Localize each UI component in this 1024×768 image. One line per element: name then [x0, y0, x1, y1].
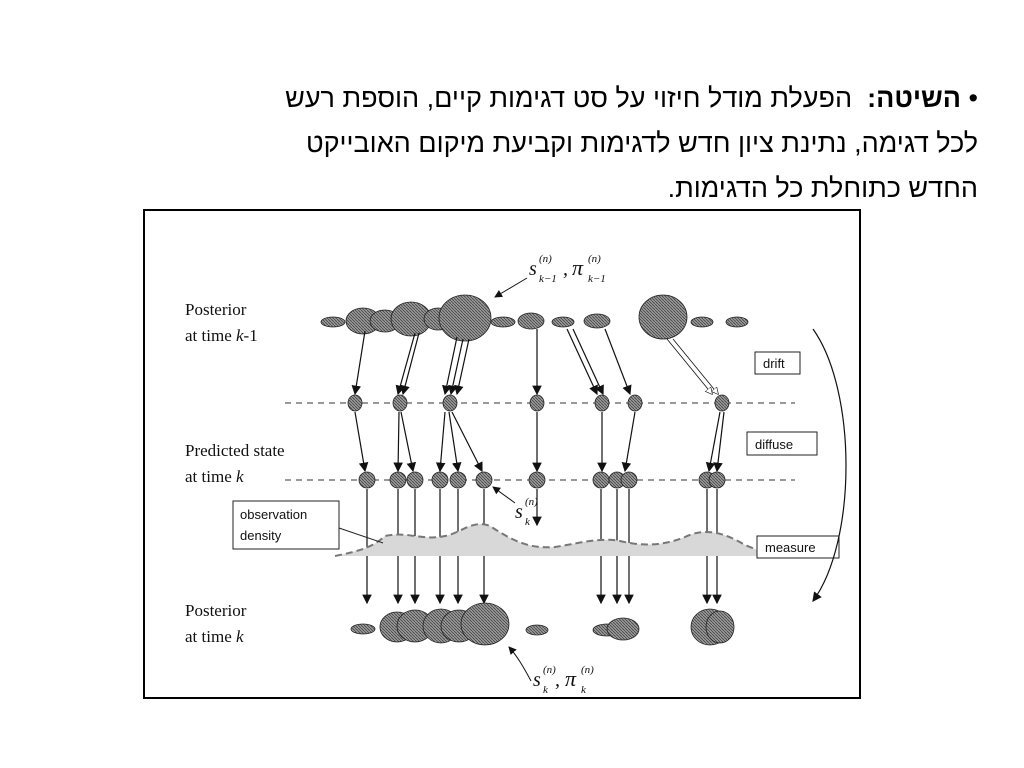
posterior-k-samples: [350, 602, 735, 646]
math-mid-annotation: s (n) k: [492, 486, 538, 528]
svg-text:,: ,: [563, 258, 568, 280]
iteration-arrow: [812, 328, 847, 602]
svg-text:at time k: at time k: [185, 627, 244, 646]
svg-text:(n): (n): [543, 664, 556, 676]
label-posterior-k: Posterior at time k: [185, 601, 247, 646]
svg-text:k−1: k−1: [588, 273, 606, 285]
svg-text:drift: drift: [763, 356, 785, 371]
line-1-text: הפעלת מודל חיזוי על סט דגימות קיים, הוספ…: [285, 83, 853, 113]
drift-arrows: [351, 328, 632, 396]
observation-density-box: observation density: [232, 500, 384, 550]
svg-text:at time k-1: at time k-1: [185, 326, 258, 345]
slide-bullet-text: • השיטה: הפעלת מודל חיזוי על סט דגימות ק…: [60, 76, 978, 211]
label-predicted: Predicted state at time k: [185, 441, 285, 486]
bullet-line-2: לכל דגימה, נתינת ציון חדש לדגימות וקביעת…: [305, 128, 978, 158]
svg-text:Posterior: Posterior: [185, 300, 247, 319]
svg-text:,: ,: [555, 669, 560, 691]
predicted-samples: [358, 471, 726, 489]
svg-text:Posterior: Posterior: [185, 601, 247, 620]
svg-text:s: s: [529, 258, 537, 280]
drift-step-box: drift: [754, 351, 801, 375]
svg-text:(n): (n): [525, 496, 538, 508]
svg-text:k: k: [581, 684, 587, 696]
drift-arrows-outline: [666, 338, 718, 394]
svg-text:density: density: [240, 528, 282, 543]
diffuse-arrows: [354, 411, 725, 473]
observation-density: [334, 523, 766, 557]
drifted-samples: [347, 394, 730, 412]
svg-text:k: k: [525, 516, 531, 528]
method-heading: השיטה:: [867, 83, 962, 113]
svg-text:(n): (n): [539, 253, 552, 265]
svg-text:Predicted state: Predicted state: [185, 441, 285, 460]
svg-text:π: π: [565, 666, 577, 691]
diffuse-step-box: diffuse: [746, 431, 818, 456]
bullet-line-1: • השיטה: הפעלת מודל חיזוי על סט דגימות ק…: [60, 76, 978, 121]
svg-text:(n): (n): [581, 664, 594, 676]
svg-text:diffuse: diffuse: [755, 437, 793, 452]
posterior-prev-samples: [320, 294, 749, 342]
svg-text:s: s: [515, 501, 523, 523]
svg-text:k−1: k−1: [539, 273, 557, 285]
measure-step-box: measure: [756, 535, 840, 559]
label-posterior-prev: Posterior at time k-1: [185, 300, 258, 345]
svg-text:k: k: [543, 684, 549, 696]
svg-text:at time k: at time k: [185, 467, 244, 486]
svg-text:(n): (n): [588, 253, 601, 265]
bullet-line-3: החדש כתוחלת כל הדגימות.: [667, 173, 978, 203]
condensation-diagram: Posterior at time k-1 Predicted state at…: [185, 253, 847, 696]
math-bottom-annotation: s (n) k , π (n) k: [508, 646, 594, 696]
bullet-glyph: •: [968, 83, 978, 113]
math-top-annotation: s (n) k−1 , π (n) k−1: [494, 253, 606, 298]
condensation-figure: Posterior at time k-1 Predicted state at…: [143, 209, 861, 699]
svg-text:measure: measure: [765, 540, 816, 555]
svg-text:observation: observation: [240, 507, 307, 522]
svg-text:π: π: [572, 255, 584, 280]
svg-text:s: s: [533, 669, 541, 691]
